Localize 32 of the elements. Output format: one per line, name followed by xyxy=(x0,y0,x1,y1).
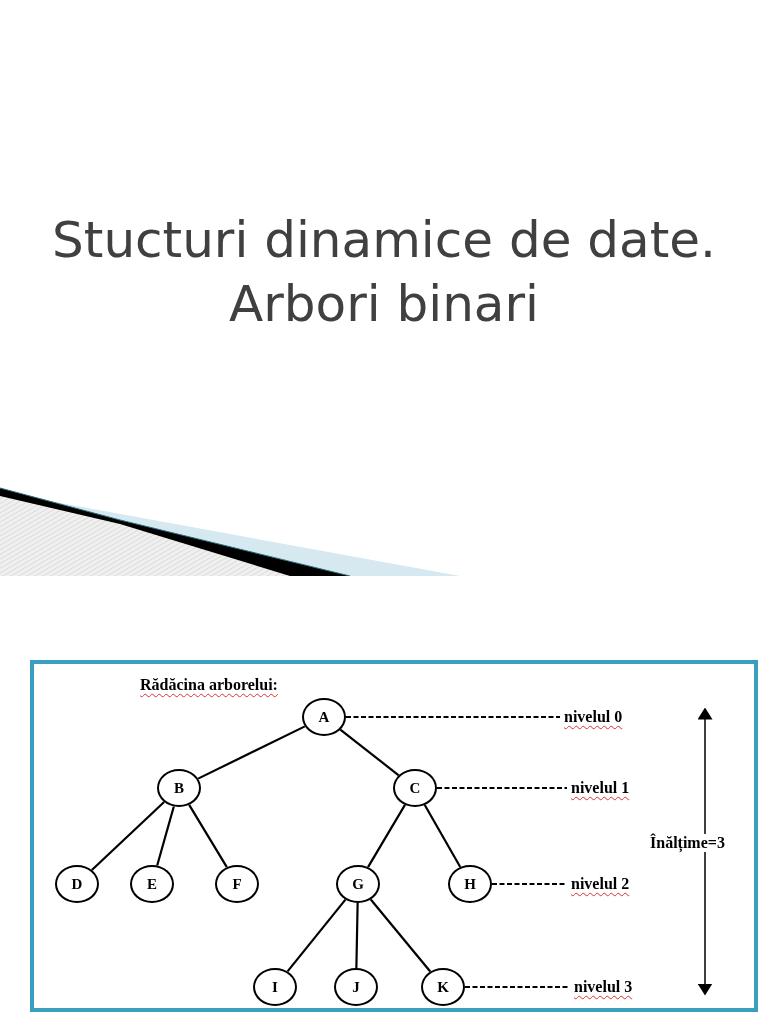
tree-edge xyxy=(355,902,359,969)
dashed-leader-line xyxy=(491,883,568,885)
dashed-leader-line xyxy=(436,787,568,789)
tree-node-circle: B xyxy=(157,769,201,807)
tree-node-circle: A xyxy=(302,698,346,736)
root-label: Rădăcina arborelui: xyxy=(140,676,278,694)
level-label: nivelul 1 xyxy=(571,778,630,798)
tree-node-circle: H xyxy=(448,865,492,903)
tree-edge xyxy=(156,806,175,866)
level-label: nivelul 0 xyxy=(564,707,623,727)
dashed-leader-line xyxy=(464,986,571,988)
dashed-leader-line xyxy=(345,716,561,718)
tree-edge xyxy=(91,801,165,871)
level-label: nivelul 2 xyxy=(571,874,630,894)
tree-edge xyxy=(339,728,400,777)
tree-edge xyxy=(369,898,432,973)
tree-node-circle: F xyxy=(215,865,259,903)
tree-node-circle: C xyxy=(393,769,437,807)
level-label: nivelul 3 xyxy=(574,977,633,997)
tree-node-circle: E xyxy=(130,865,174,903)
tree-edge xyxy=(197,725,306,780)
tree-edge xyxy=(423,804,462,868)
tree-node-circle: K xyxy=(421,968,465,1006)
tree-edge xyxy=(367,804,406,868)
tree-edge xyxy=(188,804,228,868)
slide-title: Stucturi dinamice de date. Arbori binari xyxy=(51,210,717,335)
tree-node-circle: D xyxy=(55,865,99,903)
height-label: Înălțime=3 xyxy=(650,834,725,852)
tree-node-circle: J xyxy=(334,968,378,1006)
tree-node-circle: G xyxy=(336,865,380,903)
tree-node-circle: I xyxy=(253,968,297,1006)
tree-edge xyxy=(286,898,347,973)
